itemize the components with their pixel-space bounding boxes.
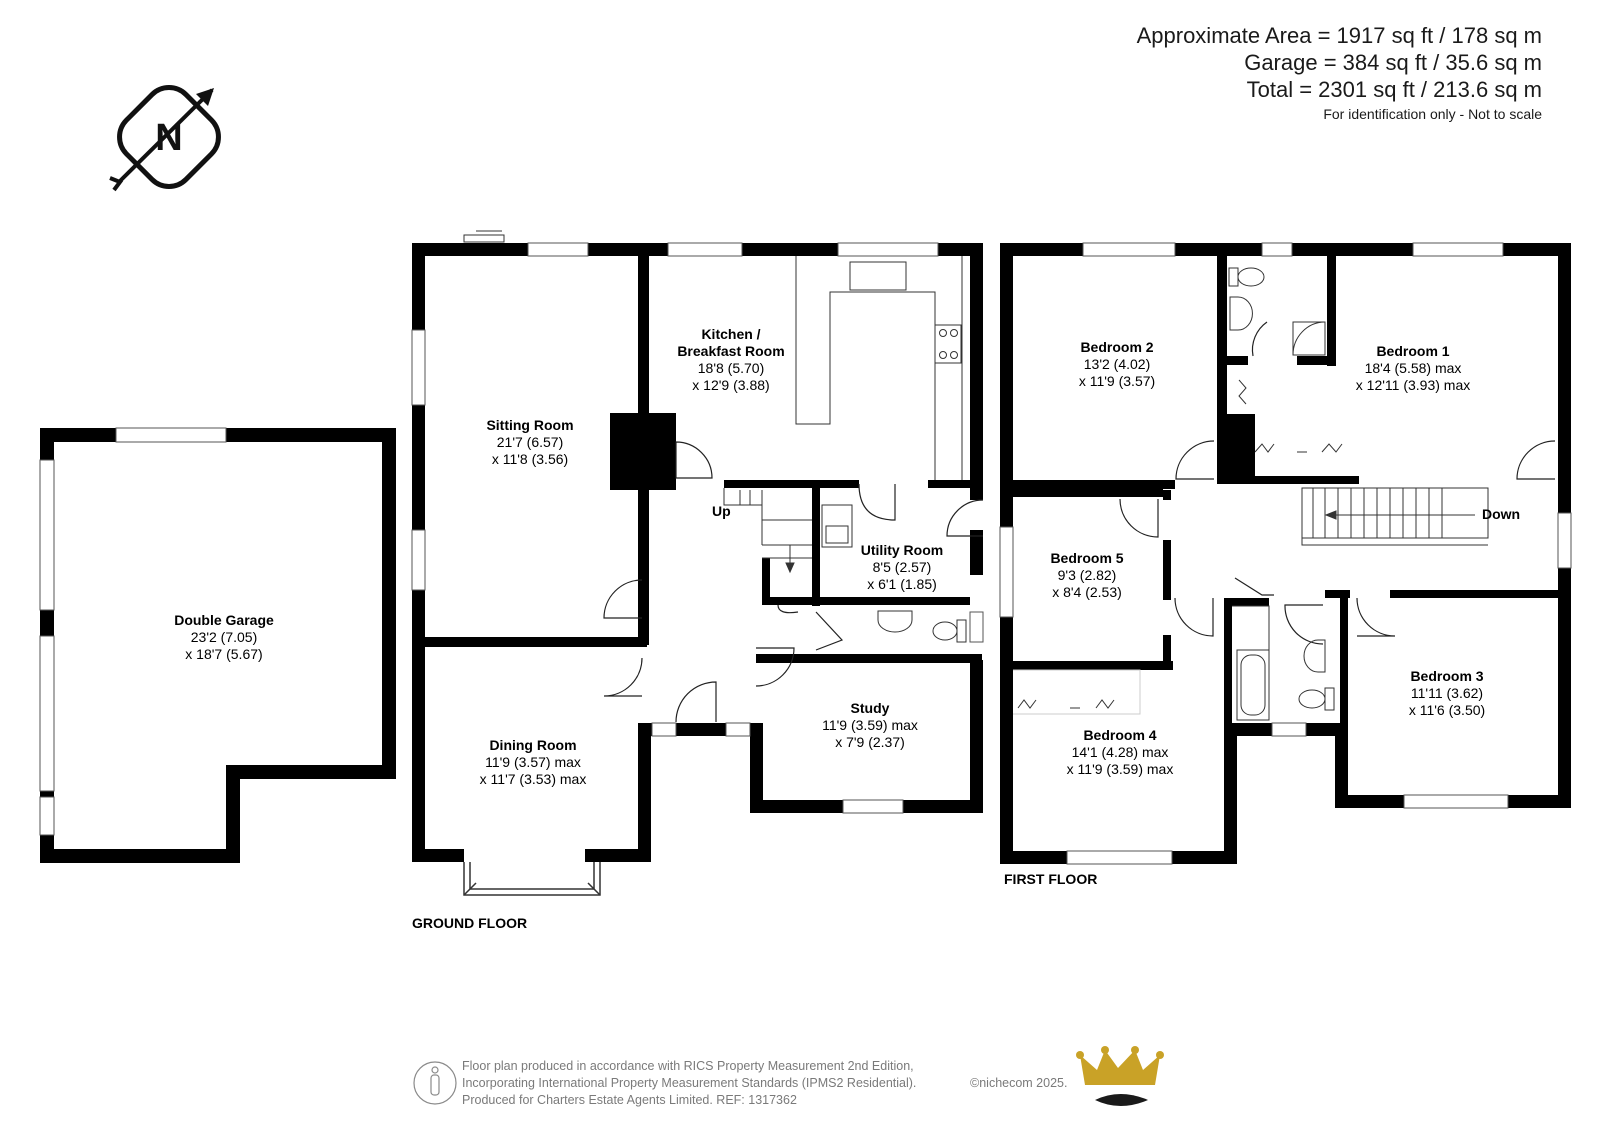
approx-area: Approximate Area = 1917 sq ft / 178 sq m [1136,23,1542,48]
first-floor-doors [1119,321,1556,645]
svg-text:x 11'8 (3.56): x 11'8 (3.56) [492,451,568,467]
svg-text:Sitting Room: Sitting Room [486,417,573,433]
room-label-kitchen: Kitchen / Breakfast Room 18'8 (5.70) x 1… [677,326,784,393]
bathroom-fixtures [1232,605,1335,721]
svg-text:21'7 (6.57): 21'7 (6.57) [497,434,564,450]
svg-text:x 8'4 (2.53): x 8'4 (2.53) [1052,584,1122,600]
stairs-up-label: Up [712,503,731,519]
svg-text:x 18'7 (5.67): x 18'7 (5.67) [185,646,262,662]
svg-text:11'9 (3.57) max: 11'9 (3.57) max [485,754,581,770]
utility-sink [821,504,853,548]
svg-text:x 6'1 (1.85): x 6'1 (1.85) [867,576,937,592]
ground-floor-doors [603,441,984,723]
first-floor-label: FIRST FLOOR [1004,871,1097,887]
svg-text:11'9 (3.59) max: 11'9 (3.59) max [822,717,918,733]
svg-text:23'2 (7.05): 23'2 (7.05) [191,629,258,645]
ground-stairs [723,488,812,574]
svg-text:18'8 (5.70): 18'8 (5.70) [698,360,765,376]
area-summary: Approximate Area = 1917 sq ft / 178 sq m… [1137,22,1542,125]
svg-text:Kitchen /: Kitchen / [701,326,760,342]
svg-text:8'5 (2.57): 8'5 (2.57) [873,559,932,575]
ensuite-fixtures [1228,267,1326,356]
person-icon [413,1061,457,1105]
first-stairs [1301,487,1489,546]
room-label-dining: Dining Room 11'9 (3.57) max x 11'7 (3.53… [480,737,587,787]
footer-text: Floor plan produced in accordance with R… [462,1058,916,1109]
svg-text:x 12'9 (3.88): x 12'9 (3.88) [692,377,769,393]
room-label-bed3: Bedroom 3 11'11 (3.62) x 11'6 (3.50) [1409,668,1485,718]
room-label-bed5: Bedroom 5 9'3 (2.82) x 8'4 (2.53) [1050,550,1123,600]
svg-text:Dining Room: Dining Room [489,737,576,753]
north-arrow-icon: N [109,85,221,192]
room-label-utility: Utility Room 8'5 (2.57) x 6'1 (1.85) [861,542,943,592]
footer-line-2: Incorporating International Property Mea… [462,1076,917,1090]
svg-text:13'2 (4.02): 13'2 (4.02) [1084,356,1151,372]
svg-text:x 11'9 (3.57): x 11'9 (3.57) [1079,373,1155,389]
svg-text:x 11'7 (3.53) max: x 11'7 (3.53) max [480,771,587,787]
footer-line-1: Floor plan produced in accordance with R… [462,1059,914,1073]
bay-window [463,862,601,896]
footer-line-3: Produced for Charters Estate Agents Limi… [462,1093,797,1107]
room-label-bed1: Bedroom 1 18'4 (5.58) max x 12'11 (3.93)… [1356,343,1470,393]
svg-text:Bedroom 4: Bedroom 4 [1083,727,1156,743]
svg-text:x 7'9 (2.37): x 7'9 (2.37) [835,734,905,750]
svg-text:Bedroom 3: Bedroom 3 [1410,668,1483,684]
room-label-study: Study 11'9 (3.59) max x 7'9 (2.37) [822,700,918,750]
crown-logo [1076,1046,1164,1106]
svg-text:Bedroom 5: Bedroom 5 [1050,550,1123,566]
garage-area: Garage = 384 sq ft / 35.6 sq m [1244,50,1542,75]
svg-text:x 11'6 (3.50): x 11'6 (3.50) [1409,702,1485,718]
svg-text:Bedroom 1: Bedroom 1 [1376,343,1449,359]
svg-text:11'11 (3.62): 11'11 (3.62) [1411,685,1483,701]
ground-wc [877,610,967,643]
room-label-sitting: Sitting Room 21'7 (6.57) x 11'8 (3.56) [486,417,573,467]
svg-text:Utility Room: Utility Room [861,542,943,558]
first-floor-windows [999,242,1572,865]
ground-floor-windows [411,242,984,814]
north-letter: N [155,117,182,159]
scale-note: For identification only - Not to scale [1323,106,1542,122]
svg-text:Study: Study [851,700,890,716]
svg-text:x 11'9 (3.59) max: x 11'9 (3.59) max [1067,761,1174,777]
wardrobes [1013,379,1343,715]
total-area: Total = 2301 sq ft / 213.6 sq m [1246,77,1542,102]
garage-windows [39,427,227,836]
ground-floor-label: GROUND FLOOR [412,915,527,931]
room-label-bed2: Bedroom 2 13'2 (4.02) x 11'9 (3.57) [1079,339,1155,389]
svg-text:Bedroom 2: Bedroom 2 [1080,339,1153,355]
svg-text:Double Garage: Double Garage [174,612,274,628]
svg-text:Breakfast Room: Breakfast Room [677,343,784,359]
copyright: ©nichecom 2025. [970,1076,1068,1090]
svg-text:18'4 (5.58) max: 18'4 (5.58) max [1365,360,1462,376]
svg-text:x 12'11 (3.93) max: x 12'11 (3.93) max [1356,377,1470,393]
svg-text:14'1 (4.28) max: 14'1 (4.28) max [1072,744,1169,760]
stairs-down-label: Down [1482,506,1520,522]
room-label-bed4: Bedroom 4 14'1 (4.28) max x 11'9 (3.59) … [1067,727,1174,777]
room-label-garage: Double Garage 23'2 (7.05) x 18'7 (5.67) [174,612,274,662]
kitchen-counters [795,256,963,480]
svg-text:9'3 (2.82): 9'3 (2.82) [1058,567,1117,583]
